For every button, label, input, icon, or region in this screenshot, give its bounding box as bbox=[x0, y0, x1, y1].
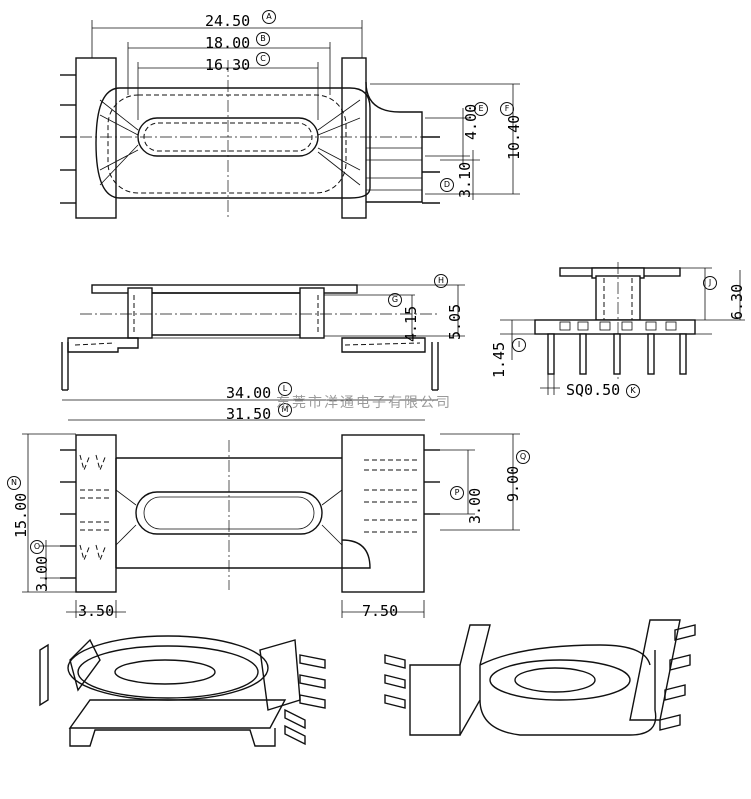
dim-D-marker: D bbox=[440, 178, 454, 192]
dim-H-value: 5.05 bbox=[446, 303, 464, 340]
dim-bottom-right-value: 7.50 bbox=[362, 602, 399, 620]
bottom-view bbox=[22, 433, 520, 618]
dim-N-marker: N bbox=[7, 476, 21, 490]
dim-N-value: 15.00 bbox=[12, 492, 30, 538]
dim-F-marker: F bbox=[500, 102, 514, 116]
iso-view-left bbox=[39, 635, 326, 747]
dim-Q-marker: Q bbox=[516, 450, 530, 464]
dim-L-marker: L bbox=[278, 382, 292, 396]
dim-E-marker: E bbox=[474, 102, 488, 116]
dim-K-value: SQ0.50 bbox=[566, 381, 621, 399]
dim-E-value: 4.00 bbox=[462, 103, 480, 140]
watermark: 东莞市洋通电子有限公司 bbox=[276, 395, 452, 411]
dim-P-marker: P bbox=[450, 486, 464, 500]
dim-A-value: 24.50 bbox=[205, 12, 251, 30]
top-left-pins bbox=[60, 74, 76, 204]
side-view bbox=[500, 262, 745, 395]
dim-F-value: 10.40 bbox=[505, 114, 523, 160]
dim-C-value: 16.30 bbox=[205, 56, 251, 74]
dim-P-value: 3.00 bbox=[466, 487, 484, 524]
dim-bottom-left-value: 3.50 bbox=[78, 602, 115, 620]
dim-L-value: 34.00 bbox=[226, 384, 272, 402]
dim-B-value: 18.00 bbox=[205, 34, 251, 52]
iso-view-right bbox=[384, 619, 696, 736]
dim-A-marker: A bbox=[262, 10, 276, 24]
dim-B-marker: B bbox=[256, 32, 270, 46]
dim-J-marker: J bbox=[703, 276, 717, 290]
dim-M-marker: M bbox=[278, 403, 292, 417]
dim-I-marker: I bbox=[512, 338, 526, 352]
dim-G-marker: G bbox=[388, 293, 402, 307]
dim-C-marker: C bbox=[256, 52, 270, 66]
dim-O-marker: O bbox=[30, 540, 44, 554]
dim-G-value: 4.15 bbox=[402, 305, 420, 342]
dim-Q-value: 9.00 bbox=[504, 465, 522, 502]
dim-I-value: 1.45 bbox=[490, 341, 508, 378]
dim-M-value: 31.50 bbox=[226, 405, 272, 423]
dim-K-marker: K bbox=[626, 384, 640, 398]
dim-H-marker: H bbox=[434, 274, 448, 288]
dim-O-value: 3.00 bbox=[33, 555, 51, 592]
top-view bbox=[60, 20, 520, 220]
dim-J-value: 6.30 bbox=[728, 283, 746, 320]
front-view bbox=[61, 284, 465, 421]
top-right-pins bbox=[422, 136, 440, 204]
dim-D-value: 3.10 bbox=[456, 161, 474, 198]
